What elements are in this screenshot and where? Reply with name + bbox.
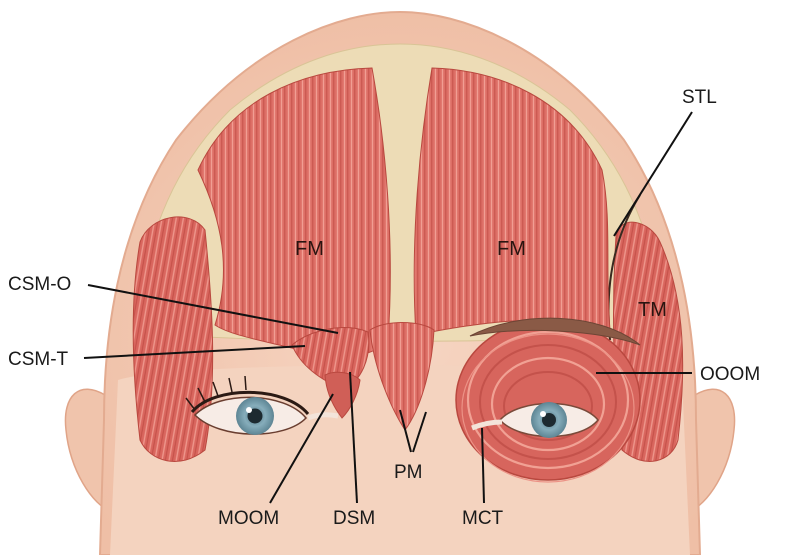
- label-moom: MOOM: [218, 508, 279, 529]
- procerus-muscle: [369, 322, 435, 431]
- leader-csm-t: [83, 345, 306, 359]
- label-csm-t: CSM-T: [8, 349, 69, 370]
- leader-dsm: [349, 371, 358, 504]
- label-csm-o: CSM-O: [8, 274, 71, 295]
- leader-mct: [481, 427, 485, 504]
- right-eyebrow: [469, 317, 641, 346]
- right-eye: [498, 402, 599, 438]
- label-fm-left: FM: [295, 238, 324, 260]
- leader-pm-a: [399, 409, 412, 453]
- label-stl: STL: [682, 87, 717, 108]
- leader-csm-o: [87, 284, 339, 334]
- label-ooom: OOOM: [700, 364, 760, 385]
- label-pm: PM: [394, 462, 423, 483]
- label-tm: TM: [638, 299, 667, 321]
- medial-canthal-tendon-left: [307, 412, 339, 421]
- label-dsm: DSM: [333, 508, 375, 529]
- left-eye: [185, 375, 310, 435]
- leader-moom: [269, 393, 334, 504]
- medial-canthal-tendon: [471, 419, 503, 431]
- label-fm-right: FM: [497, 238, 526, 260]
- orbicularis-oculi-right: [455, 319, 641, 483]
- temporalis-left: [132, 216, 214, 462]
- label-mct: MCT: [462, 508, 504, 529]
- leader-stl: [613, 111, 693, 237]
- leader-pm-b: [412, 411, 427, 453]
